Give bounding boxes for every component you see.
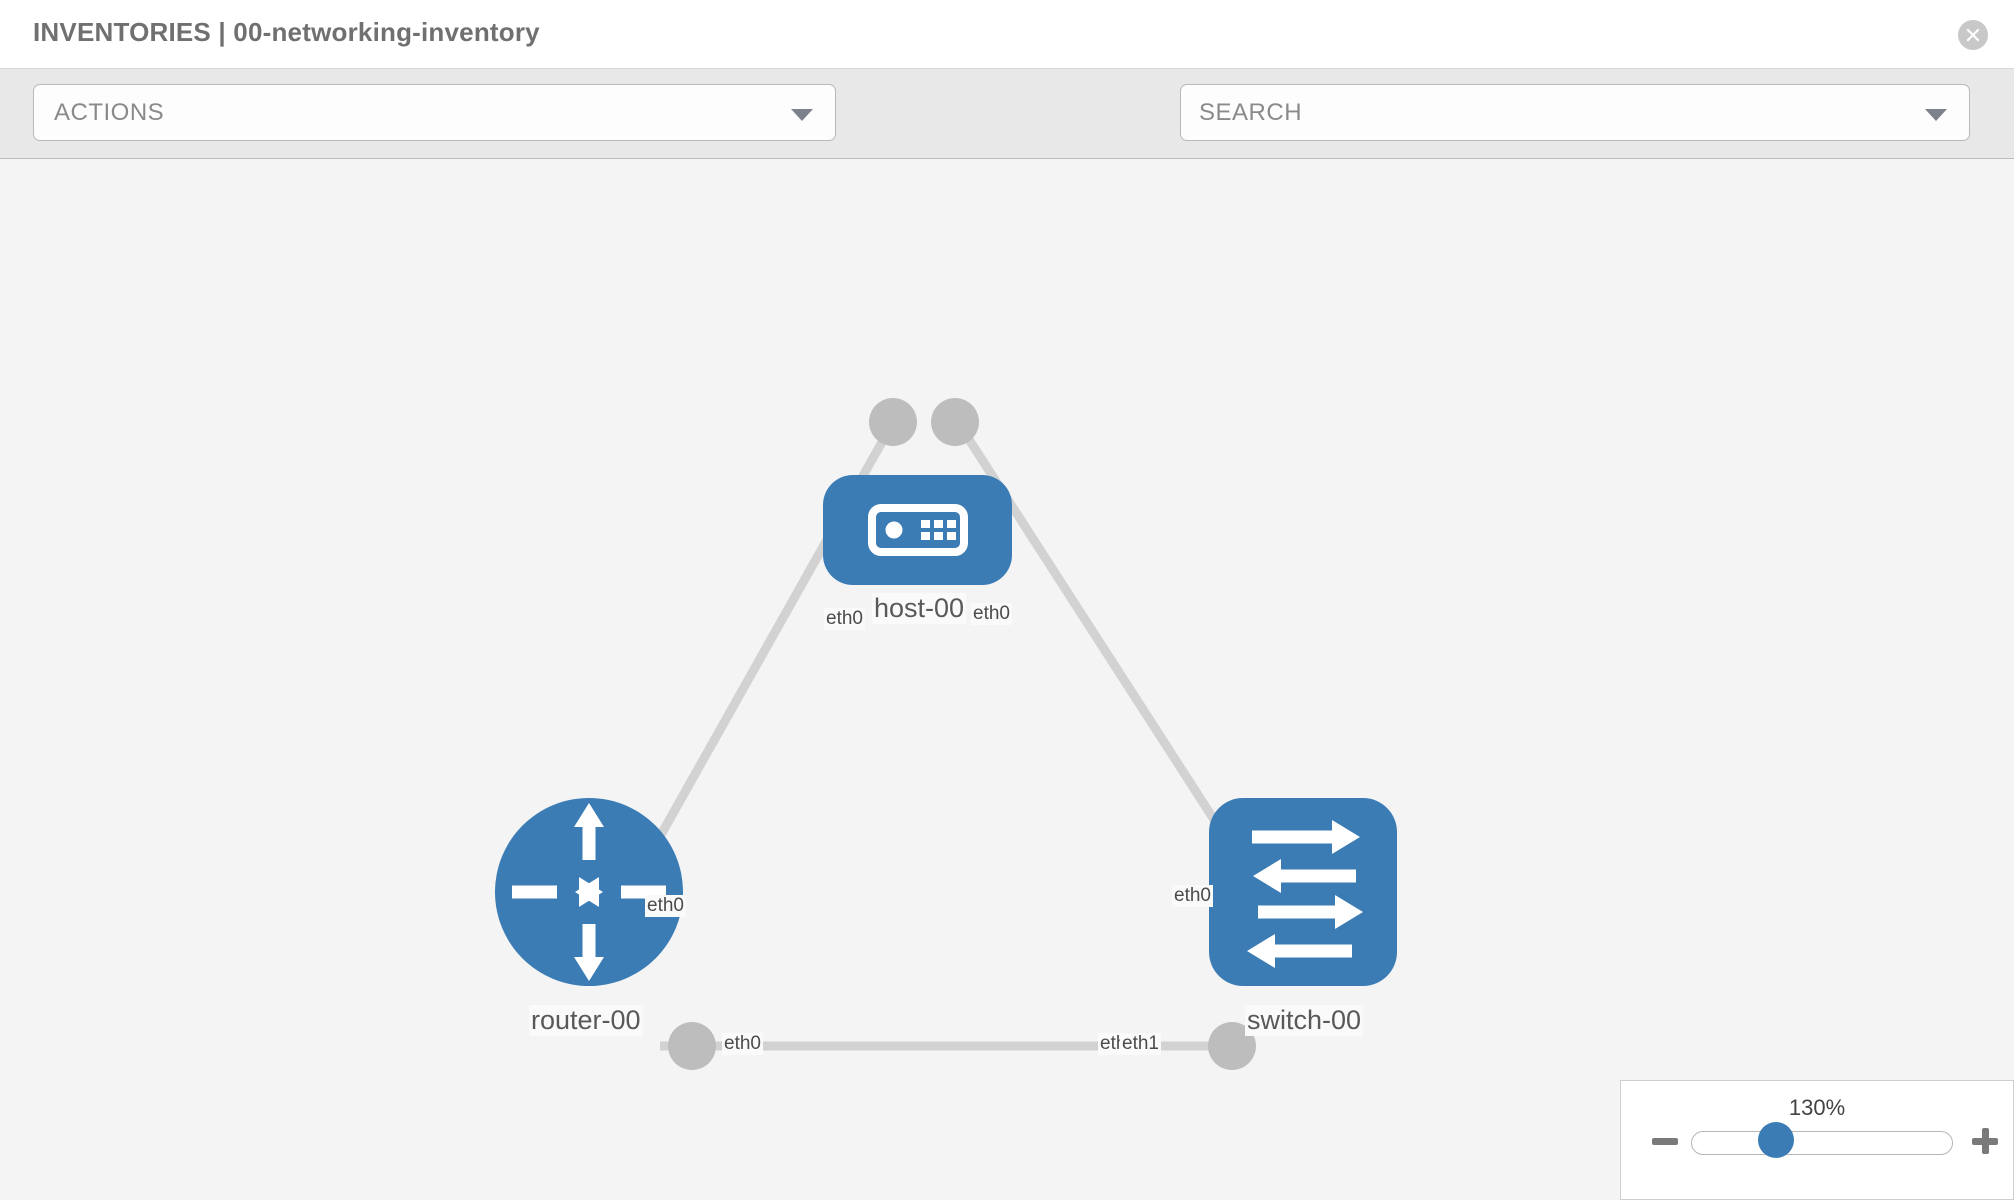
plus-icon <box>1972 1128 1998 1154</box>
close-glyph <box>1966 28 1980 42</box>
topology-graph <box>495 398 1397 1070</box>
node-switch-00[interactable] <box>1209 798 1397 986</box>
actions-dropdown-label: ACTIONS <box>54 99 165 126</box>
router-arrowheads <box>574 803 604 981</box>
port-nub[interactable] <box>869 398 917 446</box>
zoom-slider-track[interactable] <box>1691 1131 1953 1155</box>
toolbar: ACTIONS SEARCH <box>0 69 2014 201</box>
switch-arrows-icon <box>1252 830 1356 958</box>
edge-label: eth0 <box>824 608 865 630</box>
edge-label: eth0 <box>645 895 686 917</box>
zoom-control-panel: 130% <box>1620 1080 2014 1200</box>
page-header: INVENTORIES | 00-networking-inventory <box>0 0 2014 69</box>
edge-label: eth0 <box>722 1033 763 1055</box>
chevron-down-icon[interactable] <box>1925 109 1947 121</box>
actions-dropdown[interactable]: ACTIONS <box>33 84 836 141</box>
edge-label: eth1 <box>1120 1033 1161 1055</box>
node-label-host-00: host-00 <box>872 593 967 624</box>
node-host-00[interactable] <box>823 475 1012 585</box>
zoom-out-button[interactable] <box>1649 1125 1681 1157</box>
topology-canvas[interactable]: host-00 router-00 switch-00 eth0 eth0 et… <box>0 160 2014 1200</box>
node-router-00[interactable] <box>495 798 683 986</box>
zoom-in-button[interactable] <box>1969 1125 2001 1157</box>
node-label-router-00: router-00 <box>529 1005 643 1036</box>
port-nub[interactable] <box>1208 1022 1256 1070</box>
minus-icon <box>1652 1138 1678 1145</box>
node-label-switch-00: switch-00 <box>1245 1005 1364 1036</box>
zoom-slider-thumb[interactable] <box>1758 1122 1794 1158</box>
port-nub[interactable] <box>668 1022 716 1070</box>
server-icon <box>868 504 968 556</box>
chevron-down-icon <box>791 109 813 121</box>
close-icon[interactable] <box>1958 20 1988 50</box>
zoom-level-value: 130% <box>1788 1095 1846 1120</box>
search-placeholder: SEARCH <box>1199 99 1303 126</box>
switch-arrowheads <box>1247 820 1363 968</box>
port-nub[interactable] <box>931 398 979 446</box>
page-title: INVENTORIES | 00-networking-inventory <box>33 17 540 47</box>
edge-label: eth0 <box>1172 885 1213 907</box>
edge-label: eth0 <box>971 603 1012 625</box>
search-input[interactable]: SEARCH <box>1180 84 1970 141</box>
